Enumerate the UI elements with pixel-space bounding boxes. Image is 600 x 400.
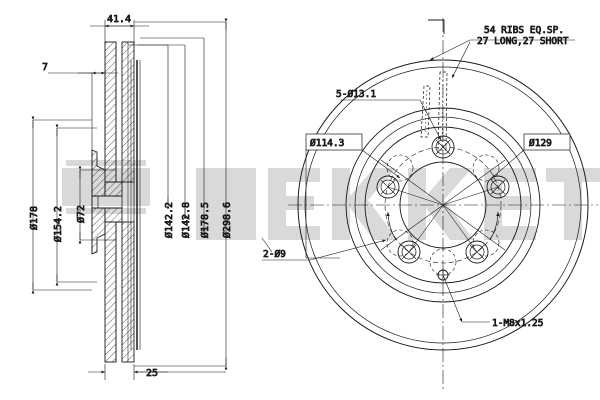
section-view <box>91 41 141 363</box>
dim-d2986-label: Ø298.6 <box>221 202 233 238</box>
bolt-circle-label: Ø114.3 <box>310 138 344 149</box>
threaded-hole-label: 1-M8x1.25 <box>492 318 543 329</box>
dim-width-label: 41.4 <box>107 14 131 25</box>
dim-d154-label: Ø154.2 <box>52 206 64 242</box>
section-dimensions <box>31 18 228 380</box>
center-bore-label: Ø129 <box>529 138 552 149</box>
radial-construction <box>380 159 506 253</box>
bolt-holes-label: 5-Ø13.1 <box>336 89 376 100</box>
dim-thickness-label: 25 <box>146 368 158 379</box>
dim-d1785-label: Ø178.5 <box>199 202 211 238</box>
face-annotations <box>261 39 575 323</box>
dim-d1428-label: Ø142.8 <box>180 202 192 238</box>
text-layer: 41.4 7 25 Ø178 Ø154.2 Ø72 Ø142.2 Ø142.8 … <box>28 14 570 380</box>
small-holes-label: 2-Ø9 <box>263 249 286 260</box>
face-view <box>288 18 598 392</box>
dim-d1422-label: Ø142.2 <box>163 202 175 238</box>
dim-flange-label: 7 <box>42 62 48 73</box>
ribs-note-line1: 54 RIBS EQ.SP. <box>484 25 564 36</box>
centerlines <box>288 18 598 392</box>
dim-d178-label: Ø178 <box>28 206 40 230</box>
ribs-note-line2: 27 LONG,27 SHORT <box>477 36 569 47</box>
bolt-circle-arrows <box>386 211 500 241</box>
vent-ribs <box>420 71 448 151</box>
dim-d72-label: Ø72 <box>75 205 87 223</box>
